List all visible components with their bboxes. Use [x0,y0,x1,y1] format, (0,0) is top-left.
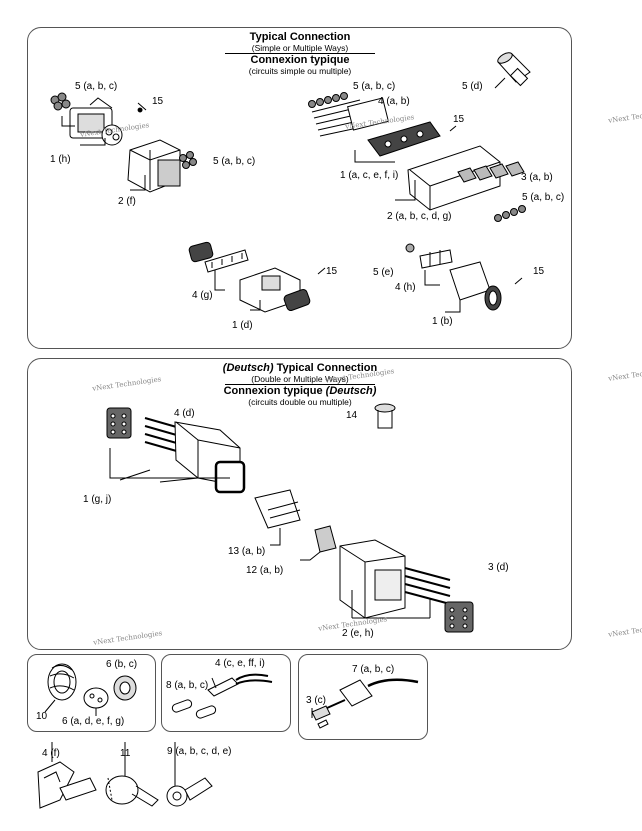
label-part: 3 (c) [306,695,326,706]
grommet-6adefg-icon [83,687,109,709]
label-part: 9 (a, b, c, d, e) [167,746,232,757]
label-part: 12 (a, b) [246,565,284,576]
label-part: 1 (b) [432,316,453,327]
panel2-header: (Deutsch) Typical Connection (Double or … [205,362,395,408]
terminal-row-icon [311,97,389,137]
label-part: 15 [453,114,465,125]
label-part: 10 [36,711,48,722]
seal-4g-icon [188,241,214,263]
seal-plate-icon [444,601,474,633]
fitting-5d-icon [497,52,531,87]
panel2-subtitle-en: (Double or Multiple Ways) [251,373,349,384]
label-part: 5 (a, b, c) [213,156,256,167]
panel1-title-fr: Connexion typique [250,54,350,67]
wedge-12ab-icon [314,525,337,553]
label-part: 14 [346,410,358,421]
label-part: 7 (a, b, c) [352,664,395,675]
terminal-4g-icon [204,249,249,273]
grommet-10-icon [47,663,77,701]
panel2-title-fr-brand: (Deutsch) [325,385,377,398]
label-part: 3 (a, b) [521,172,553,183]
label-part: 5 (e) [373,267,394,278]
pins-4d-icon [144,417,181,453]
label-part: 4 (f) [42,748,60,759]
label-part: 5 (a, b, c) [75,81,118,92]
grommet-6bc-icon [113,675,137,701]
label-part: 5 (a, b, c) [353,81,396,92]
label-part: 4 (c, e, ff, i) [215,658,265,669]
label-part: 11 [120,748,131,759]
splice-terminal-icon [207,673,273,697]
seal-cluster-icon [50,92,71,111]
panel2-title-en: Typical Connection [273,362,378,374]
label-part: 1 (h) [50,154,71,165]
panel1-subtitle-en: (Simple or Multiple Ways) [251,42,349,53]
connector-1h-icon [69,97,123,146]
label-part: 5 (a, b, c) [522,192,565,203]
seal-row-icon [494,205,526,222]
terminal-4h-icon [419,249,453,269]
label-part: 1 (d) [232,320,253,331]
panel2-title-fr: Connexion typique [223,385,326,398]
label-part: 6 (a, d, e, f, g) [62,716,125,727]
panel1-subtitle-fr: (circuits simple ou multiple) [248,66,352,77]
connector-2f-icon [127,139,181,193]
pins-3d-icon [404,567,451,605]
seal-plate-icon [367,121,441,157]
label-part: 15 [533,266,545,277]
label-part: 2 (e, h) [342,628,374,639]
panel-splices [161,654,291,732]
seal-5e-icon [405,243,415,253]
label-part: 13 (a, b) [228,546,266,557]
label-part: 8 (a, b, c) [166,680,209,691]
connector-2eh-icon [339,539,406,619]
label-part: 4 (a, b) [378,96,410,107]
inline-7abc-icon [317,678,419,713]
label-part: 5 (d) [462,81,483,92]
terminal-3c-icon [311,705,331,729]
connector-1gj-icon [174,421,246,494]
seal-row-icon [308,92,348,108]
plug-14-icon [374,403,396,429]
connector-1b-icon [449,261,502,311]
panel-deutsch-connection [27,358,572,650]
terminal-3ab-icon [457,161,525,183]
panel2-title-brand: (Deutsch) [222,362,274,374]
label-part: 15 [152,96,164,107]
seal-cluster-icon [179,151,197,169]
panel1-header: Typical Connection (Simple or Multiple W… [210,31,390,77]
connector-1d-icon [239,267,311,313]
seal-plate-icon [106,407,132,439]
connector-2-multi-icon [407,145,501,211]
label-part: 2 (a, b, c, d, g) [387,211,452,222]
label-part: 1 (a, c, e, f, i) [340,170,399,181]
panel1-title-en: Typical Connection [249,31,351,43]
cable-tie-11-icon [105,775,159,807]
label-part: 6 (b, c) [106,659,138,670]
label-part: 3 (d) [488,562,509,573]
label-part: 4 (h) [395,282,416,293]
wedge-13ab-icon [254,489,301,529]
label-part: 1 (g, j) [83,494,112,505]
panel2-subtitle-fr: (circuits double ou multiple) [248,397,352,408]
terminal-4f-icon [37,761,97,809]
label-part: 4 (g) [192,290,213,301]
label-part: 15 [326,266,338,277]
label-part: 4 (d) [174,408,195,419]
ring-terminal-9-icon [166,777,213,807]
label-part: 2 (f) [118,196,136,207]
splice-sleeve-icon [171,699,217,719]
